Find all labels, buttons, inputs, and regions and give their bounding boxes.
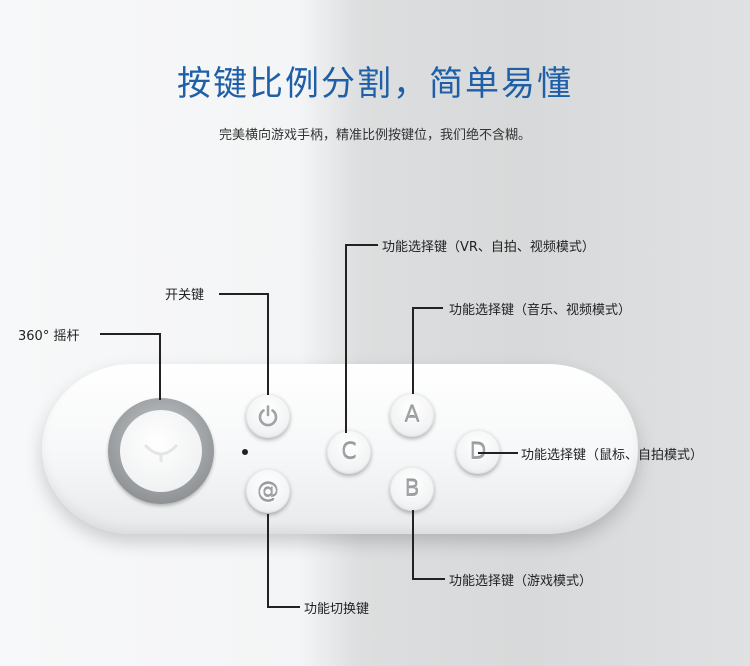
callout-line-c	[345, 244, 378, 246]
c-button[interactable]: C	[327, 430, 371, 474]
d-button-label: D	[469, 439, 487, 465]
subheadline: 完美横向游戏手柄，精准比例按键位，我们绝不含糊。	[218, 128, 531, 143]
callout-line-joystick-v	[159, 333, 161, 400]
callout-line-a	[412, 307, 443, 309]
a-button-label: A	[404, 402, 420, 428]
power-icon	[258, 405, 278, 427]
callout-line-b-v	[412, 510, 414, 579]
headline: 按键比例分割，简单易懂	[177, 64, 573, 104]
callout-line-joystick	[100, 333, 160, 335]
callout-line-a-v	[412, 307, 414, 394]
callout-line-c-v	[345, 244, 347, 433]
callout-line-switch	[267, 606, 300, 608]
label-d-key: 功能选择键（鼠标、自拍模式）	[521, 448, 704, 463]
a-button[interactable]: A	[390, 393, 434, 437]
joystick-cap[interactable]	[120, 410, 202, 492]
label-joystick: 360° 摇杆	[18, 329, 80, 344]
label-switch: 功能切换键	[304, 602, 370, 617]
c-button-label: C	[341, 439, 357, 465]
at-button-label: @	[257, 478, 279, 504]
label-b-key: 功能选择键（游戏模式）	[449, 574, 593, 589]
joystick-icon	[144, 444, 178, 462]
at-button[interactable]: @	[246, 469, 290, 513]
label-power: 开关键	[165, 288, 205, 303]
power-button[interactable]	[246, 394, 290, 438]
b-button[interactable]: B	[390, 467, 434, 511]
callout-line-switch-v	[267, 514, 269, 607]
callout-line-power-v	[267, 293, 269, 395]
callout-line-power	[219, 293, 268, 295]
label-c-key: 功能选择键（VR、自拍、视频模式）	[382, 240, 595, 255]
callout-line-b	[412, 578, 445, 580]
b-button-label: B	[404, 476, 420, 502]
status-led	[242, 449, 248, 455]
callout-line-d	[478, 452, 518, 454]
label-a-key: 功能选择键（音乐、视频模式）	[449, 303, 632, 318]
